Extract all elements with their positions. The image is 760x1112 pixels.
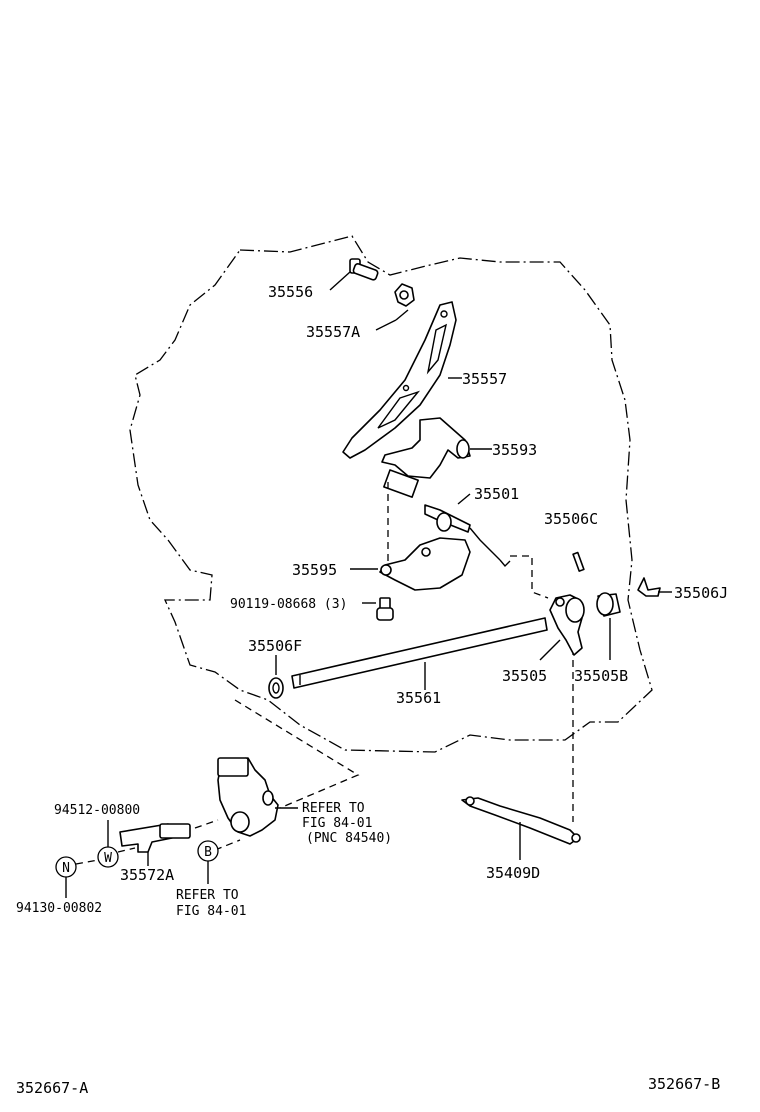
part-label-35556: 35556 xyxy=(268,283,313,301)
part-label-35557A: 35557A xyxy=(306,323,360,341)
seal-35506F xyxy=(268,677,284,699)
part-label-35501: 35501 xyxy=(474,485,519,503)
alignment-line xyxy=(510,555,549,599)
transmission-case-outline xyxy=(129,235,653,753)
part-label-35572A: 35572A xyxy=(120,866,174,884)
part-label-35506C: 35506C xyxy=(544,510,598,528)
marker-w-label: W xyxy=(104,851,112,866)
alignment-line xyxy=(234,699,360,809)
footer-code-left: 352667-A xyxy=(16,1079,88,1097)
part-label-35595: 35595 xyxy=(292,561,337,579)
part-label-35557: 35557 xyxy=(462,370,507,388)
refer-note-1-line1: REFER TO xyxy=(302,801,365,816)
marker-b: B xyxy=(197,840,219,862)
alignment-line xyxy=(214,839,241,851)
part-label-94130: 94130-00802 xyxy=(16,901,102,916)
clip-35557A xyxy=(394,283,415,307)
part-label-35506F: 35506F xyxy=(248,637,302,655)
bracket-35593 xyxy=(381,417,471,498)
pin-35506C xyxy=(572,551,585,572)
refer-note-1-line3: (PNC 84540) xyxy=(306,831,392,846)
part-label-94512: 94512-00800 xyxy=(54,803,140,818)
clip-35506J xyxy=(637,577,661,597)
part-label-35409D: 35409D xyxy=(486,864,540,882)
marker-n-label: N xyxy=(62,861,70,876)
bracket-35572A xyxy=(119,823,191,853)
refer-note-1-line2: FIG 84-01 xyxy=(302,816,372,831)
alignment-line xyxy=(194,819,219,829)
part-label-90119: 90119-08668 (3) xyxy=(230,597,347,612)
bolt-35556 xyxy=(349,258,379,281)
refer-note-2-line2: FIG 84-01 xyxy=(176,904,246,919)
neutral-start-switch xyxy=(217,757,279,837)
part-label-35593: 35593 xyxy=(492,441,537,459)
part-label-35506J: 35506J xyxy=(674,584,728,602)
part-label-35505B: 35505B xyxy=(574,667,628,685)
cable-35501 xyxy=(424,504,511,568)
refer-note-2-line1: REFER TO xyxy=(176,888,239,903)
shaft-35561 xyxy=(291,617,548,689)
part-label-35505: 35505 xyxy=(502,667,547,685)
marker-b-label: B xyxy=(204,845,212,860)
bracket-35557 xyxy=(342,301,457,459)
footer-code-right: 352667-B xyxy=(648,1075,720,1093)
lever-35505 xyxy=(549,594,585,656)
rod-35409D xyxy=(461,796,581,845)
bracket-35595 xyxy=(379,537,471,591)
bush-35505B xyxy=(596,592,621,617)
bolt-90119 xyxy=(376,597,394,621)
part-label-35561: 35561 xyxy=(396,689,441,707)
marker-w: W xyxy=(97,846,119,868)
marker-n: N xyxy=(55,856,77,878)
